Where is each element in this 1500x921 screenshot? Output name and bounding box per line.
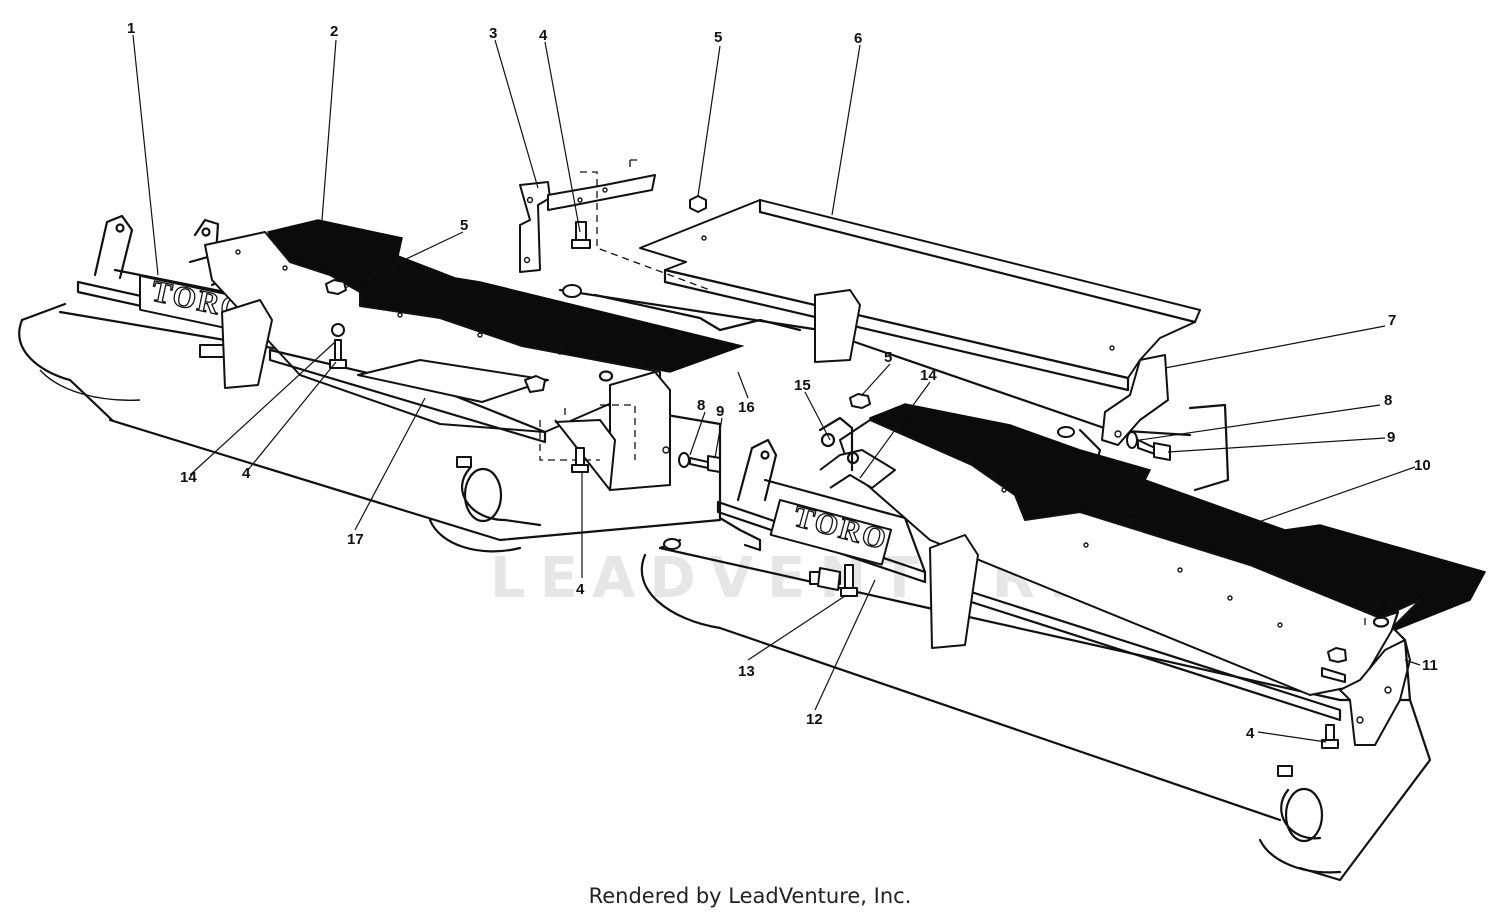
callout-9-left: 9 (716, 403, 724, 420)
right-center-upright (929, 534, 979, 649)
right-assembly: TORO (640, 393, 1487, 882)
callout-3: 3 (489, 25, 497, 42)
callout-2: 2 (330, 23, 338, 40)
left-hardware (325, 279, 721, 473)
callout-11: 11 (1422, 657, 1438, 674)
callout-4-right: 4 (1246, 725, 1255, 742)
callout-4-top: 4 (539, 27, 548, 44)
callout-10: 10 (1414, 457, 1431, 474)
footer-credit: Rendered by LeadVenture, Inc. (588, 884, 912, 908)
callout-7: 7 (1388, 312, 1396, 329)
left-main-plate (204, 231, 661, 444)
right-hardware (817, 393, 1347, 749)
middle-assembly (558, 195, 1201, 472)
callout-14-mid: 14 (920, 367, 937, 384)
callout-13: 13 (738, 663, 755, 680)
left-side-box (539, 371, 671, 491)
callout-8-left: 8 (697, 397, 705, 414)
callout-5-mid: 5 (884, 349, 892, 366)
callout-8-right: 8 (1384, 392, 1392, 409)
callout-14-left: 14 (180, 469, 197, 486)
callout-4-left: 4 (242, 465, 251, 482)
callout-15: 15 (794, 377, 811, 394)
callout-16: 16 (738, 399, 755, 416)
callout-labels: 1 2 3 4 5 6 5 7 5 14 16 8 9 15 8 9 10 14… (127, 20, 1438, 742)
callout-5-left: 5 (460, 217, 468, 234)
leader-lines (132, 34, 1421, 743)
left-assembly: TORO (18, 214, 745, 553)
callout-9-right: 9 (1387, 429, 1395, 446)
callout-1: 1 (127, 20, 135, 37)
callout-4-box: 4 (576, 581, 585, 598)
callout-6: 6 (854, 30, 862, 47)
left-center-upright (221, 299, 273, 389)
callout-12: 12 (806, 711, 823, 728)
callout-17: 17 (347, 531, 364, 548)
callout-5-top: 5 (714, 29, 722, 46)
